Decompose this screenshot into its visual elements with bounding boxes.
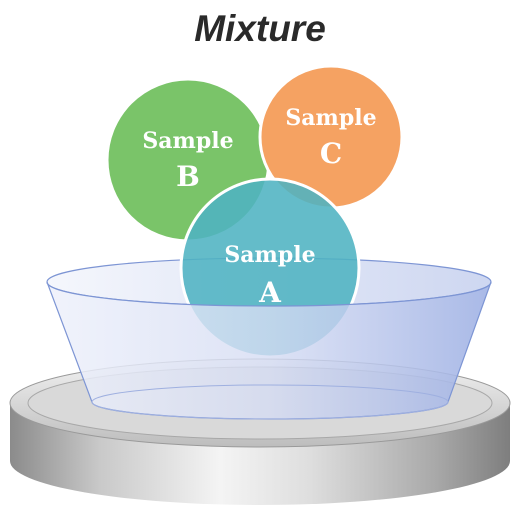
sample-a-label-line1: Sample (224, 242, 315, 268)
sample-c-label-line1: Sample (285, 105, 376, 131)
sample-b-label-line1: Sample (142, 128, 233, 154)
diagram-title: Mixture (194, 8, 326, 49)
sample-c-label-line2: C (320, 137, 342, 170)
bowl (46, 281, 492, 420)
sample-a-label-line2: A (258, 276, 282, 309)
sample-b-label-line2: B (176, 160, 200, 193)
sample-c-circle: Sample C (258, 64, 404, 210)
